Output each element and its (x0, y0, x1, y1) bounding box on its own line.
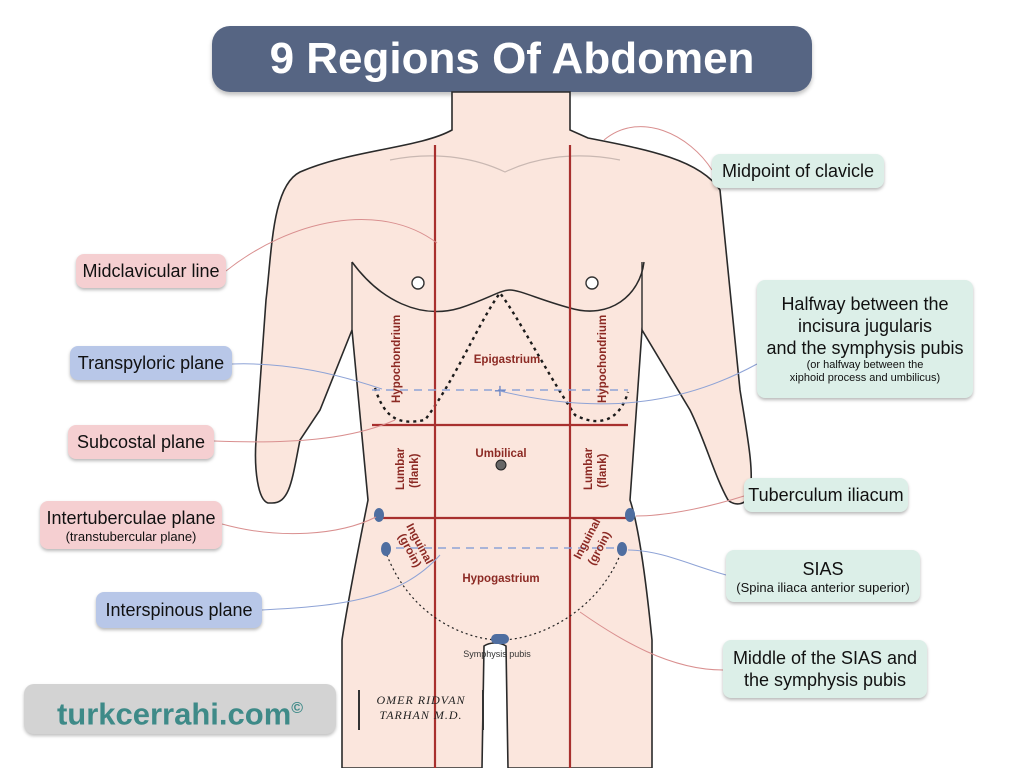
region-lumbar-right-note: (flank) (409, 453, 421, 488)
leader-tuberculum (635, 495, 745, 517)
leader-middle (579, 611, 724, 671)
region-hypochondrium-right: Hypochondrium (391, 315, 403, 403)
callout-sias-subtext: (Spina iliaca anterior superior) (736, 579, 910, 595)
umbilicus-marker (495, 459, 507, 471)
transpyloric-midpoint-mark: + (493, 381, 506, 400)
leader-halfway (499, 363, 758, 405)
callout-halfway-line1: Halfway between the (781, 294, 949, 314)
leader-subcostal (213, 419, 396, 443)
callout-tuberculum-text: Tuberculum iliacum (748, 485, 904, 505)
leader-intertuberculae (221, 516, 377, 535)
leader-midclavicular (225, 219, 438, 272)
callout-midpoint-text: Midpoint of clavicle (721, 161, 875, 181)
callout-sias-text: SIAS (802, 558, 844, 579)
callout-middle-sias-symphysis: Middle of the SIAS and the symphysis pub… (723, 640, 927, 698)
brand-watermark: turkcerrahi.com© (24, 684, 336, 734)
symphysis-label: Symphysis pubis (463, 649, 531, 659)
callout-interspinous-plane: Interspinous plane (96, 592, 262, 628)
signature-line2: TARHAN M.D. (379, 708, 463, 722)
left-nipple (585, 276, 599, 290)
region-epigastrium: Epigastrium (474, 354, 540, 366)
signature-line1: OMER RIDVAN (376, 693, 466, 707)
region-hypogastrium: Hypogastrium (462, 573, 539, 585)
callout-tuberculum-iliacum: Tuberculum iliacum (744, 478, 908, 512)
callout-midclavicular-text: Midclavicular line (82, 261, 220, 281)
callout-halfway-line2: incisura jugularis (797, 316, 933, 336)
callout-middle-line1: Middle of the SIAS and (732, 648, 918, 668)
region-lumbar-left: Lumbar (583, 447, 595, 490)
region-lumbar-right: Lumbar (395, 447, 407, 490)
torso-outline (254, 91, 753, 768)
costal-margin (373, 290, 630, 423)
leader-midpoint-clavicle (603, 126, 713, 171)
right-nipple (411, 276, 425, 290)
callout-intertuberculae-text: Intertuberculae plane (46, 507, 216, 528)
callout-intertuberculae-plane: Intertuberculae plane (transtubercular p… (40, 501, 222, 549)
chest-outline (351, 261, 645, 313)
page-title: 9 Regions Of Abdomen (212, 26, 812, 92)
copyright-mark: © (291, 700, 304, 717)
region-hypochondrium-left: Hypochondrium (597, 315, 609, 403)
callout-interspinous-text: Interspinous plane (105, 600, 253, 620)
callout-halfway-sub1: (or halfway between the (806, 359, 924, 371)
callout-midclavicular-line: Midclavicular line (76, 254, 226, 288)
clavicle-line (389, 155, 621, 173)
callout-halfway-line3: and the symphysis pubis (766, 338, 964, 358)
callout-subcostal-text: Subcostal plane (76, 432, 206, 452)
callout-transpyloric-plane: Transpyloric plane (70, 346, 232, 380)
brand-name: turkcerrahi.com (56, 696, 292, 732)
callout-midpoint-of-clavicle: Midpoint of clavicle (712, 154, 884, 188)
leader-transpyloric (231, 363, 383, 390)
author-signature: OMER RIDVAN TARHAN M.D. (358, 690, 484, 730)
callout-intertuberculae-subtext: (transtubercular plane) (65, 528, 197, 544)
callout-transpyloric-text: Transpyloric plane (77, 353, 225, 373)
right-tuberculum-marker (374, 508, 384, 522)
left-sias-marker (617, 542, 627, 556)
callout-subcostal-plane: Subcostal plane (68, 425, 214, 459)
callout-middle-line2: the symphysis pubis (743, 670, 907, 690)
left-tuberculum-marker (625, 508, 635, 522)
symphysis-marker (491, 634, 509, 644)
region-lumbar-left-note: (flank) (597, 453, 609, 488)
right-sias-marker (381, 542, 391, 556)
region-umbilical: Umbilical (475, 448, 526, 460)
callout-halfway-sub2: xiphoid process and umbilicus) (789, 372, 941, 384)
callout-sias: SIAS (Spina iliaca anterior superior) (726, 550, 920, 602)
callout-halfway: Halfway between the incisura jugularis a… (757, 280, 973, 398)
leader-interspinous (261, 554, 441, 611)
leader-sias (627, 549, 727, 576)
